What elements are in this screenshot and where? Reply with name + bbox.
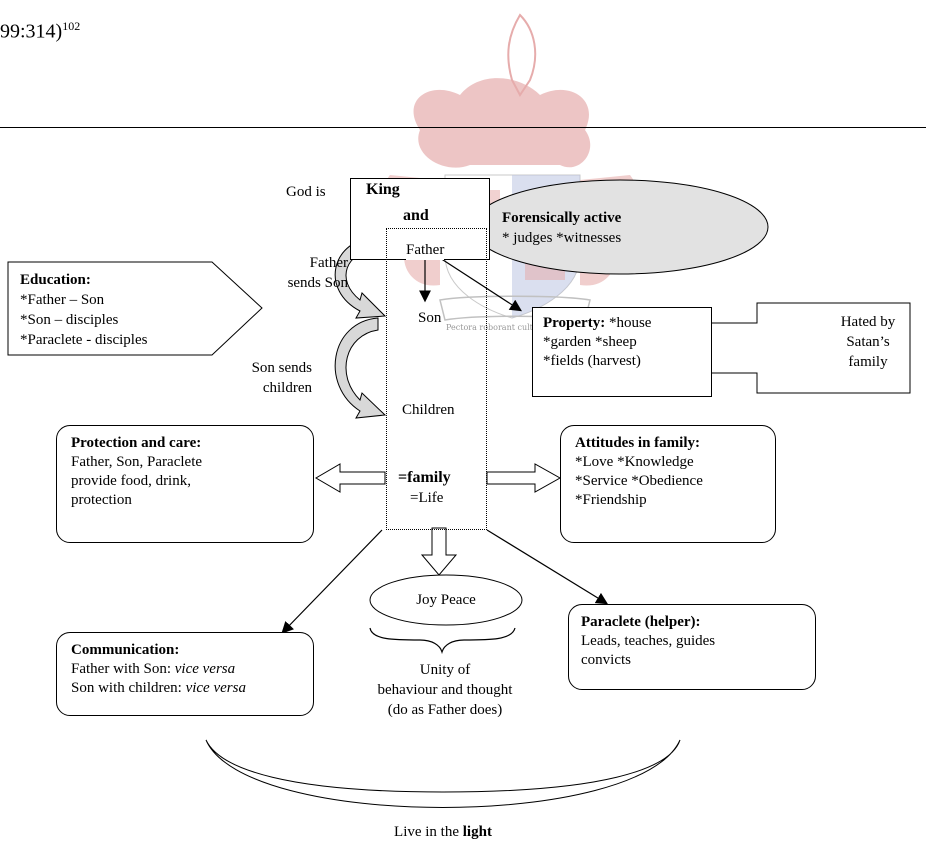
communication-box: Communication: Father with Son: vice ver… xyxy=(56,632,314,716)
protection-box: Protection and care: Father, Son, Paracl… xyxy=(56,425,314,543)
property-box: Property: *house *garden *sheep *fields … xyxy=(532,307,712,397)
education-line: *Son – disciples xyxy=(20,312,119,328)
family-column xyxy=(386,228,487,530)
family-communication-arrow xyxy=(281,529,383,634)
citation-footnote: 102 xyxy=(62,19,81,33)
light-prefix: Live in the xyxy=(394,824,463,840)
protection-line: protection xyxy=(71,492,132,508)
hated-line: family xyxy=(848,354,888,370)
son-sends-line: children xyxy=(262,380,312,396)
family-attitudes-arrow xyxy=(486,463,562,493)
watermark-motto: Pectora roborant cultus recti xyxy=(446,323,564,332)
father-sends-line: sends Son xyxy=(287,275,348,291)
unity-line: Unity of xyxy=(419,662,471,678)
paraclete-line: convicts xyxy=(581,652,631,668)
property-line: *fields (harvest) xyxy=(543,353,641,369)
communication-emphasis: vice versa xyxy=(174,661,236,677)
forensic-title: Forensically active xyxy=(502,210,622,226)
education-line: *Paraclete - disciples xyxy=(20,332,148,348)
paraclete-line: Leads, teaches, guides xyxy=(581,633,716,649)
light-bowl xyxy=(205,739,681,808)
father-sends-son-label: Father sends Son xyxy=(268,253,348,293)
light-bold: light xyxy=(462,824,492,840)
property-line: *garden *sheep xyxy=(543,334,637,350)
attitudes-line: *Love *Knowledge xyxy=(575,454,694,470)
son-sends-children-label: Son sends children xyxy=(232,358,312,398)
forensic-items: * judges *witnesses xyxy=(502,230,622,246)
citation-text: 99:314) xyxy=(0,20,63,43)
father-sends-son-arrow xyxy=(334,235,387,319)
unity-text: Unity of behaviour and thought (do as Fa… xyxy=(335,660,555,720)
property-title: Property: xyxy=(543,315,606,331)
family-paraclete-arrow xyxy=(486,529,609,605)
unity-brace xyxy=(369,627,516,655)
attitudes-line: *Service *Obedience xyxy=(575,473,703,489)
life-label: =Life xyxy=(410,490,444,506)
unity-line: behaviour and thought xyxy=(377,682,513,698)
attitudes-box: Attitudes in family: *Love *Knowledge *S… xyxy=(560,425,776,543)
unity-line: (do as Father does) xyxy=(387,702,503,718)
communication-title: Communication: xyxy=(71,642,180,658)
attitudes-line: *Friendship xyxy=(575,492,647,508)
property-line: *house xyxy=(605,315,652,331)
joy-peace-ellipse xyxy=(369,574,523,626)
paraclete-box: Paraclete (helper): Leads, teaches, guid… xyxy=(568,604,816,690)
son-label: Son xyxy=(418,310,442,326)
family-joy-arrow xyxy=(420,527,458,576)
protection-line: Father, Son, Paraclete xyxy=(71,454,203,470)
son-sends-line: Son sends xyxy=(251,360,312,376)
family-label: =family xyxy=(398,469,451,486)
protection-title: Protection and care: xyxy=(71,435,202,451)
education-shape xyxy=(7,261,263,356)
hated-line: Satan’s xyxy=(846,334,890,350)
protection-line: provide food, drink, xyxy=(71,473,191,489)
paraclete-title: Paraclete (helper): xyxy=(581,614,701,630)
children-label: Children xyxy=(402,402,455,418)
education-line: *Father – Son xyxy=(20,292,105,308)
communication-line: Father with Son: xyxy=(71,661,175,677)
king-label: King xyxy=(366,181,400,198)
attitudes-title: Attitudes in family: xyxy=(575,435,700,451)
god-is-label: God is xyxy=(286,184,326,200)
education-text: Education: *Father – Son *Son – disciple… xyxy=(20,270,147,350)
father-property-arrow xyxy=(439,257,523,312)
education-title: Education: xyxy=(20,272,91,288)
communication-emphasis: vice versa xyxy=(185,680,246,696)
light-label: Live in the light xyxy=(340,822,546,842)
and-label: and xyxy=(403,207,429,224)
hated-line: Hated by xyxy=(840,314,896,330)
hated-by-text: Hated by Satan’s family xyxy=(818,312,918,372)
citation: 99:314)102 xyxy=(0,14,80,44)
son-sends-children-arrow xyxy=(334,317,387,419)
family-protection-arrow xyxy=(315,463,386,493)
joy-peace-label: Joy Peace xyxy=(416,592,476,608)
father-label: Father xyxy=(406,240,445,260)
separator-line xyxy=(0,127,926,128)
father-sends-line: Father xyxy=(309,255,348,271)
communication-line: Son with children: xyxy=(71,680,186,696)
